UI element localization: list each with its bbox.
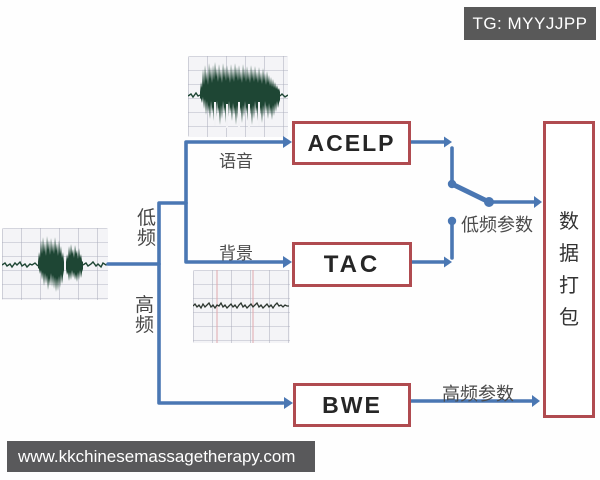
label-background: 背景 xyxy=(219,244,253,263)
waveform-graphic xyxy=(2,236,108,292)
label-high-band: 高频 xyxy=(134,295,154,336)
arrowhead-tac-corner xyxy=(444,256,452,268)
node-acelp: ACELP xyxy=(292,121,411,165)
background-noise-image xyxy=(193,270,290,343)
node-bwe-label: BWE xyxy=(322,391,382,418)
arrowhead-background xyxy=(283,256,292,268)
switch-contact-top xyxy=(447,179,457,189)
tg-badge: TG: MYYJJPP xyxy=(464,7,596,40)
arrowhead-acelp-corner xyxy=(444,136,452,148)
speech-waveform-image xyxy=(188,56,288,137)
label-low-params: 低频参数 xyxy=(461,215,533,235)
switch-contact-bottom xyxy=(447,216,457,226)
waveform-graphic xyxy=(188,62,288,129)
watermark-text: www.kkchinesemassagetherapy.com xyxy=(18,446,296,466)
arrowhead-bwe-in xyxy=(284,397,293,409)
arrowhead-lowparams xyxy=(534,196,542,208)
switch-pole xyxy=(484,197,494,207)
label-speech: 语音 xyxy=(219,152,253,171)
label-high-params: 高频参数 xyxy=(442,384,514,404)
tg-badge-text: TG: MYYJJPP xyxy=(472,13,588,33)
waveform-graphic xyxy=(193,270,289,343)
node-tac: TAC xyxy=(292,242,412,287)
node-tac-label: TAC xyxy=(323,250,381,278)
node-bwe: BWE xyxy=(293,383,411,427)
arrowhead-speech xyxy=(283,136,292,148)
node-data-packer-label: 数据打包 xyxy=(559,210,579,329)
switch-arm xyxy=(449,181,492,205)
input-waveform-image xyxy=(2,228,108,300)
label-low-band: 低频 xyxy=(136,208,156,249)
arrowhead-highparams xyxy=(532,395,540,407)
node-acelp-label: ACELP xyxy=(307,129,396,156)
watermark-bar: www.kkchinesemassagetherapy.com xyxy=(7,441,315,472)
node-data-packer: 数据打包 xyxy=(543,121,595,418)
